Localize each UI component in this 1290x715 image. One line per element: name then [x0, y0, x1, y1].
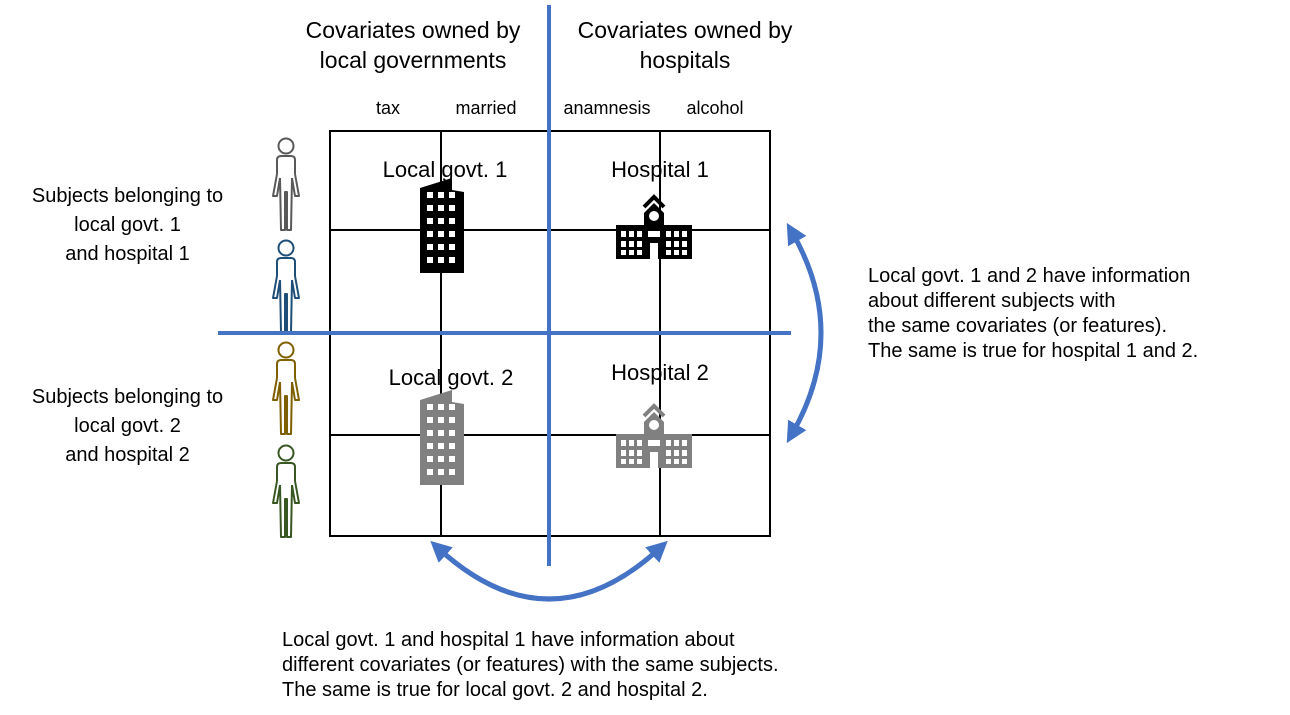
- vertical-double-arrow: [786, 222, 824, 444]
- cell-label-hospital-2: Hospital 2: [611, 360, 709, 385]
- note-line: The same is true for hospital 1 and 2.: [868, 340, 1199, 362]
- header-line: Covariates owned by: [305, 17, 521, 43]
- side-label-line: Subjects belonging to: [31, 386, 224, 408]
- column-label-tax: tax: [375, 98, 400, 118]
- subjects-group-1-label: Subjects belonging to local govt. 1 and …: [5, 182, 250, 269]
- header-local-governments: Covariates owned by local governments: [283, 15, 543, 75]
- person-icon: [272, 239, 300, 333]
- person-icon: [272, 137, 300, 231]
- person-icon: [272, 341, 300, 435]
- column-label-married: married: [455, 98, 517, 118]
- side-label-line: Subjects belonging to: [31, 185, 224, 207]
- person-icon: [272, 444, 300, 538]
- header-line: Covariates owned by: [577, 17, 793, 43]
- cell-label-local-govt-2: Local govt. 2: [388, 365, 514, 390]
- cell-label-local-govt-1: Local govt. 1: [382, 157, 508, 182]
- note-line: The same is true for local govt. 2 and h…: [282, 679, 708, 701]
- side-label-line: and hospital 1: [65, 243, 190, 265]
- hospital-icon: [614, 195, 694, 261]
- note-line: different covariates (or features) with …: [282, 654, 779, 676]
- column-label-anamnesis: anamnesis: [563, 98, 651, 118]
- note-line: Local govt. 1 and hospital 1 have inform…: [282, 629, 735, 651]
- note-line: about different subjects with: [868, 290, 1116, 312]
- vertical-arrow-note: Local govt. 1 and 2 have information abo…: [868, 264, 1283, 364]
- side-label-line: and hospital 2: [65, 444, 190, 466]
- side-label-line: local govt. 1: [74, 214, 181, 236]
- header-line: local governments: [319, 47, 507, 73]
- subjects-group-2-label: Subjects belonging to local govt. 2 and …: [5, 383, 250, 470]
- side-label-line: local govt. 2: [74, 415, 181, 437]
- note-line: the same covariates (or features).: [868, 315, 1168, 337]
- hospital-icon: [614, 404, 694, 470]
- office-building-icon: [420, 390, 464, 485]
- horizontal-arrow-note: Local govt. 1 and hospital 1 have inform…: [282, 628, 882, 703]
- header-line: hospitals: [639, 47, 731, 73]
- horizontal-double-arrow: [430, 540, 668, 602]
- header-hospitals: Covariates owned by hospitals: [555, 15, 815, 75]
- cell-label-hospital-1: Hospital 1: [611, 157, 709, 182]
- note-line: Local govt. 1 and 2 have information: [868, 265, 1191, 287]
- office-building-icon: [420, 178, 464, 273]
- column-label-alcohol: alcohol: [686, 98, 744, 118]
